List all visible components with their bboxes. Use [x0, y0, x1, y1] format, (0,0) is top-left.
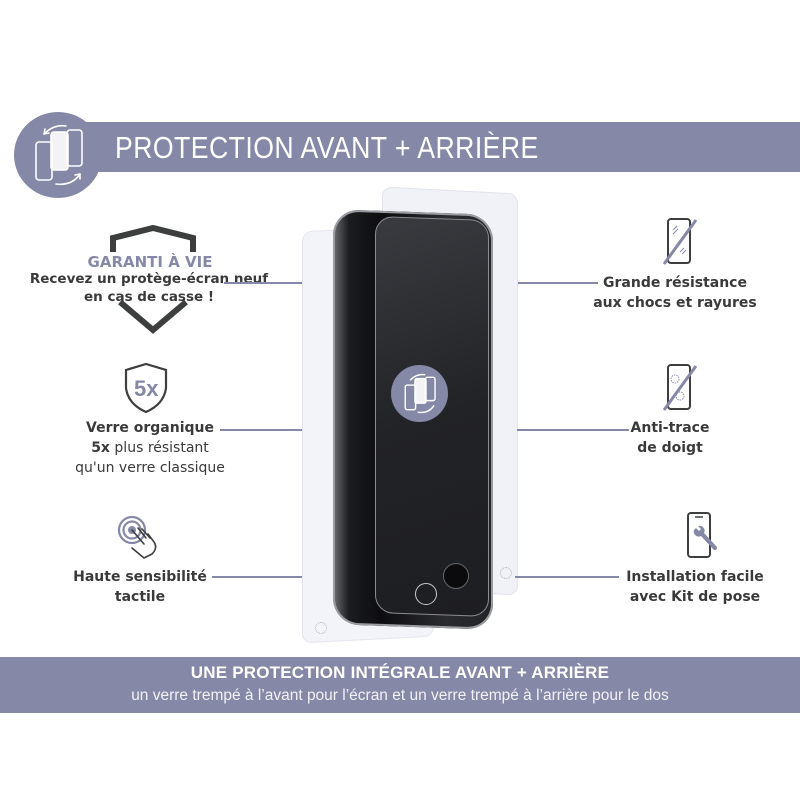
touch-finger-icon — [117, 515, 157, 559]
feature-installation: Installation facile avec Kit de pose — [620, 567, 770, 607]
feature-anti-trace: Anti-trace de doigt — [620, 418, 720, 458]
footer-band: UNE PROTECTION INTÉGRALE AVANT + ARRIÈRE… — [0, 657, 800, 713]
feature-title: Grande résistance — [603, 275, 747, 291]
feature-verre-organique: Verre organique 5x plus résistant qu'un … — [60, 418, 240, 478]
garanti-line-1: Recevez un protège-écran neuf — [29, 271, 269, 287]
phone-fingerprint-icon — [662, 364, 698, 411]
connector-line-right-1 — [518, 282, 598, 284]
feature-line-2: de doigt — [637, 440, 703, 456]
connector-line-right-3 — [515, 576, 619, 578]
svg-text:5x: 5x — [134, 376, 159, 401]
garanti-text: Recevez un protège-écran neuf en cas de … — [14, 270, 284, 306]
feature-title: Installation facile — [626, 569, 764, 585]
phone-wrench-icon — [687, 512, 718, 558]
feature-line-2: tactile — [114, 589, 166, 605]
feature-line-2: 5x plus résistant — [91, 440, 209, 456]
connector-line-left-3 — [212, 576, 302, 578]
home-button — [415, 583, 437, 605]
center-badge — [391, 365, 448, 422]
feature-title: Haute sensibilité — [73, 569, 207, 585]
feature-line-3: qu'un verre classique — [75, 460, 225, 476]
header-icon-circle — [14, 112, 102, 198]
feature-title: Anti-trace — [630, 420, 710, 436]
glass-logo-icon — [315, 622, 327, 634]
header-band — [60, 122, 800, 172]
header-title: PROTECTION AVANT + ARRIÈRE — [115, 130, 539, 165]
footer-title: UNE PROTECTION INTÉGRALE AVANT + ARRIÈRE — [190, 663, 610, 682]
shield-5x-icon: 5x — [124, 362, 168, 414]
feature-resistance: Grande résistance aux chocs et rayures — [590, 273, 760, 313]
connector-line-left-1 — [224, 282, 302, 284]
feature-sensibilite: Haute sensibilité tactile — [55, 567, 225, 607]
feature-line-2: avec Kit de pose — [629, 589, 761, 605]
front-back-phone-rotate-icon — [35, 124, 83, 186]
camera-cutout — [443, 563, 469, 589]
garanti-line-2: en cas de casse ! — [83, 289, 215, 305]
feature-title: Verre organique — [86, 420, 214, 436]
connector-line-left-2 — [220, 429, 302, 431]
garanti-title: GARANTI À VIE — [87, 253, 213, 271]
footer-subtitle: un verre trempé à l’avant pour l’écran e… — [131, 687, 669, 704]
phone-scratch-icon — [662, 218, 698, 265]
feature-line-2: aux chocs et rayures — [593, 295, 757, 311]
shield-outline-icon — [110, 224, 196, 334]
connector-line-right-2 — [517, 429, 629, 431]
glass-logo-icon — [500, 567, 512, 579]
front-back-phone-rotate-icon — [404, 373, 436, 414]
